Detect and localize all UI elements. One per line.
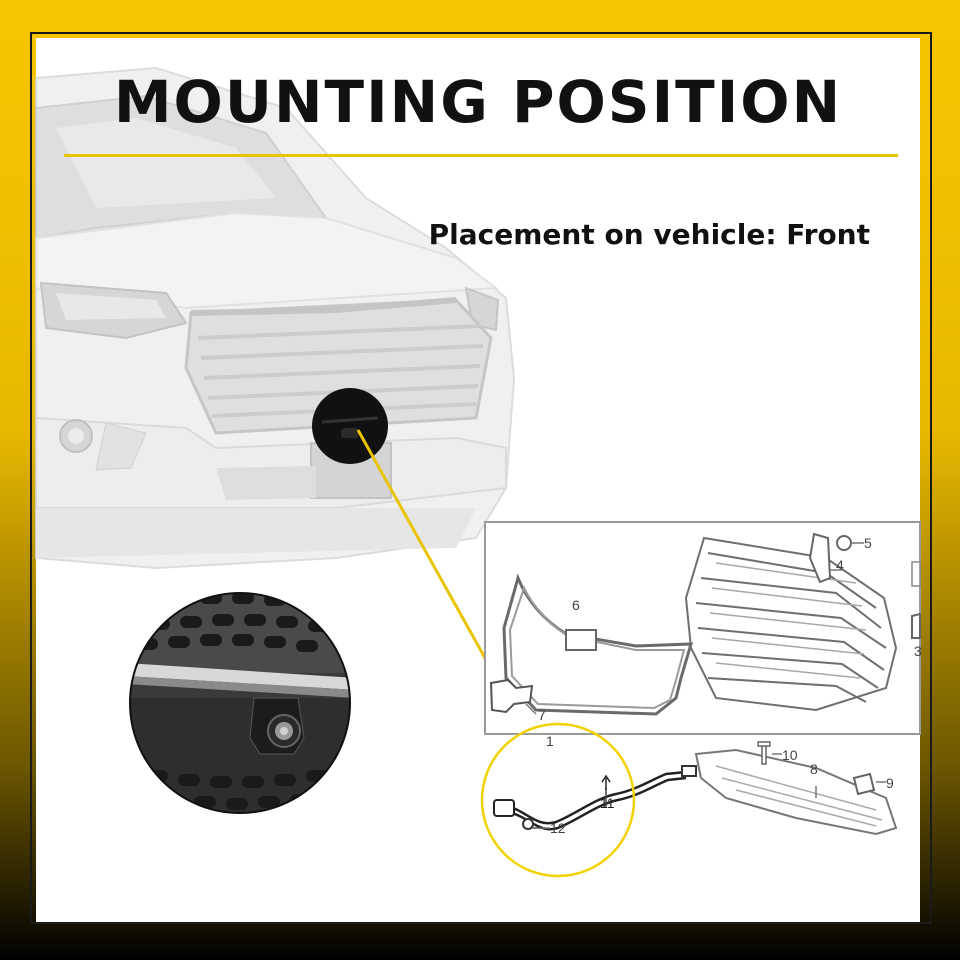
callout-6: 6	[572, 597, 580, 613]
parts-diagram: 1 3 4 5 6 7 8 9 10 11 12	[480, 521, 922, 878]
camera-position-marker	[312, 388, 388, 464]
vehicle-front-image	[35, 66, 516, 570]
callout-9: 9	[886, 775, 894, 791]
placement-label: Placement on vehicle: Front	[428, 218, 870, 251]
title-underline	[64, 154, 898, 157]
callout-7: 7	[538, 707, 546, 723]
callout-3: 3	[914, 643, 922, 659]
callout-circle	[480, 722, 636, 878]
callout-10: 10	[782, 747, 798, 763]
callout-1: 1	[546, 733, 554, 749]
callout-5: 5	[864, 535, 872, 551]
callout-8: 8	[810, 761, 818, 777]
camera-closeup-image	[126, 589, 354, 817]
callout-12: 12	[550, 820, 566, 836]
back-frame	[30, 32, 932, 924]
illustration: 1 3 4 5 6 7 8 9 10 11 12	[35, 66, 922, 878]
callout-11: 11	[600, 795, 615, 811]
callout-4: 4	[836, 557, 844, 573]
product-card: 1 3 4 5 6 7 8 9 10 11 12	[35, 38, 922, 922]
page-title: MOUNTING POSITION	[113, 68, 843, 136]
